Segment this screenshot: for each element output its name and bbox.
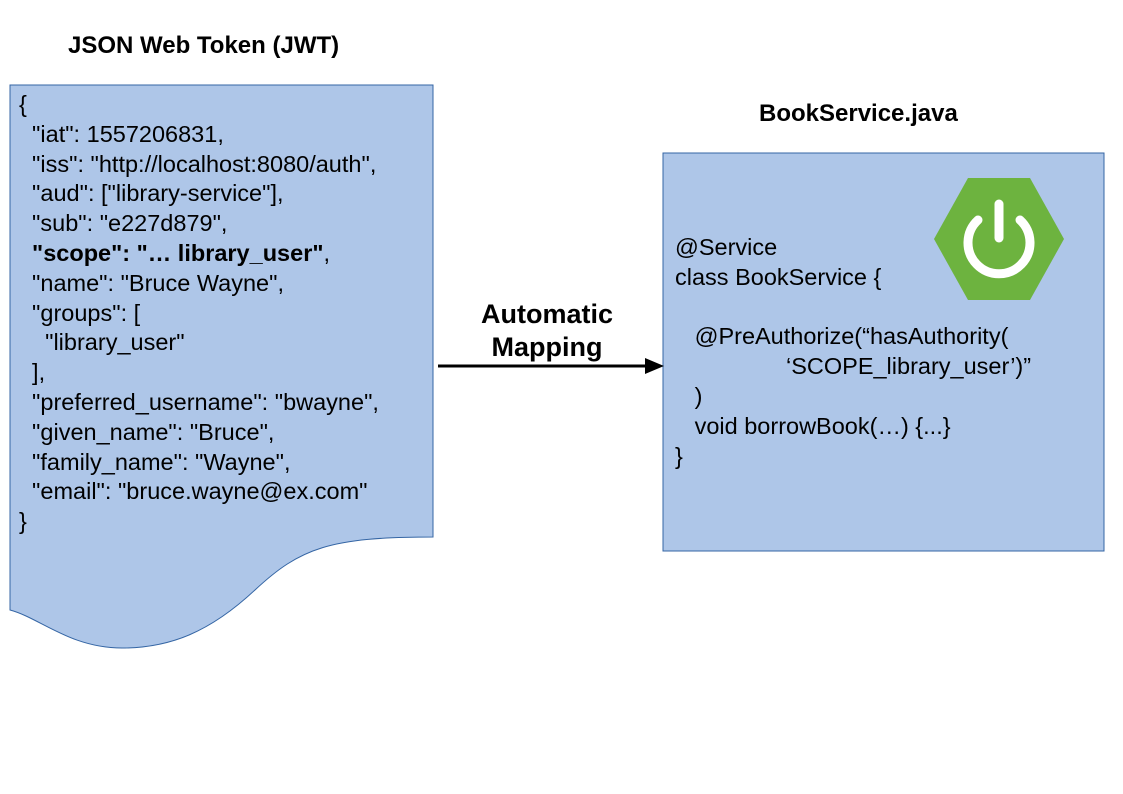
service-code-line: void borrowBook(…) {...} bbox=[675, 412, 951, 439]
jwt-line: "preferred_username": "bwayne", bbox=[19, 388, 379, 418]
service-code-content: @Service class BookService { @PreAuthoriz… bbox=[675, 233, 1031, 471]
service-code-line: ) bbox=[675, 382, 703, 409]
spring-power-logo-icon bbox=[934, 178, 1064, 300]
jwt-line: "name": "Bruce Wayne", bbox=[19, 269, 379, 299]
service-code-line: ‘SCOPE_library_user’)” bbox=[675, 353, 1032, 380]
jwt-title: JSON Web Token (JWT) bbox=[68, 32, 340, 59]
service-code-line: @Service bbox=[675, 234, 778, 260]
jwt-line: { bbox=[19, 90, 379, 120]
jwt-line-text: "aud": ["library-service"], bbox=[19, 180, 284, 207]
jwt-line-text: { bbox=[19, 91, 27, 117]
jwt-line: "aud": ["library-service"], bbox=[19, 179, 379, 209]
right-arrow-icon bbox=[438, 358, 664, 374]
jwt-line: "iss": "http://localhost:8080/auth", bbox=[19, 150, 379, 180]
jwt-line-text: "library_user" bbox=[19, 329, 185, 356]
jwt-document-shape bbox=[9, 84, 434, 649]
jwt-line-text: ], bbox=[19, 359, 46, 386]
jwt-line-text: "sub": "e227d879", bbox=[19, 210, 228, 237]
jwt-line: "family_name": "Wayne", bbox=[19, 448, 379, 478]
jwt-line-text: "iss": "http://localhost:8080/auth", bbox=[19, 150, 377, 177]
arrow-label: Automatic Mapping bbox=[476, 298, 618, 364]
jwt-line: "given_name": "Bruce", bbox=[19, 418, 379, 448]
jwt-line: ], bbox=[19, 358, 379, 388]
jwt-line-suffix: , bbox=[323, 239, 331, 266]
jwt-line-text: "groups": [ bbox=[19, 299, 141, 326]
arrow-label-line1: Automatic bbox=[480, 299, 613, 329]
jwt-line: } bbox=[19, 507, 379, 537]
jwt-line-text: "family_name": "Wayne", bbox=[19, 448, 291, 475]
jwt-line: "library_user" bbox=[19, 328, 379, 358]
jwt-line: "sub": "e227d879", bbox=[19, 209, 379, 239]
jwt-line-text: "preferred_username": "bwayne", bbox=[19, 388, 379, 415]
jwt-line: "scope": "… library_user", bbox=[19, 239, 379, 269]
service-title: BookService.java bbox=[759, 100, 958, 127]
jwt-line-text: "scope": "… library_user" bbox=[19, 239, 324, 266]
jwt-line: "email": "bruce.wayne@ex.com" bbox=[19, 477, 379, 507]
jwt-line-text: "given_name": "Bruce", bbox=[19, 418, 275, 445]
jwt-json-content: { "iat": 1557206831, "iss": "http://loca… bbox=[19, 90, 379, 537]
arrow-label-line2: Mapping bbox=[491, 332, 603, 362]
jwt-line-text: "name": "Bruce Wayne", bbox=[19, 269, 284, 296]
jwt-line: "groups": [ bbox=[19, 299, 379, 329]
service-code-line: class BookService { bbox=[675, 263, 882, 290]
service-code-line: } bbox=[675, 442, 683, 469]
jwt-line: "iat": 1557206831, bbox=[19, 120, 379, 150]
jwt-line-text: "email": "bruce.wayne@ex.com" bbox=[19, 478, 368, 505]
jwt-line-text: "iat": 1557206831, bbox=[19, 120, 224, 147]
jwt-line-text: } bbox=[19, 508, 27, 535]
service-code-line: @PreAuthorize(“hasAuthority( bbox=[675, 323, 1009, 350]
